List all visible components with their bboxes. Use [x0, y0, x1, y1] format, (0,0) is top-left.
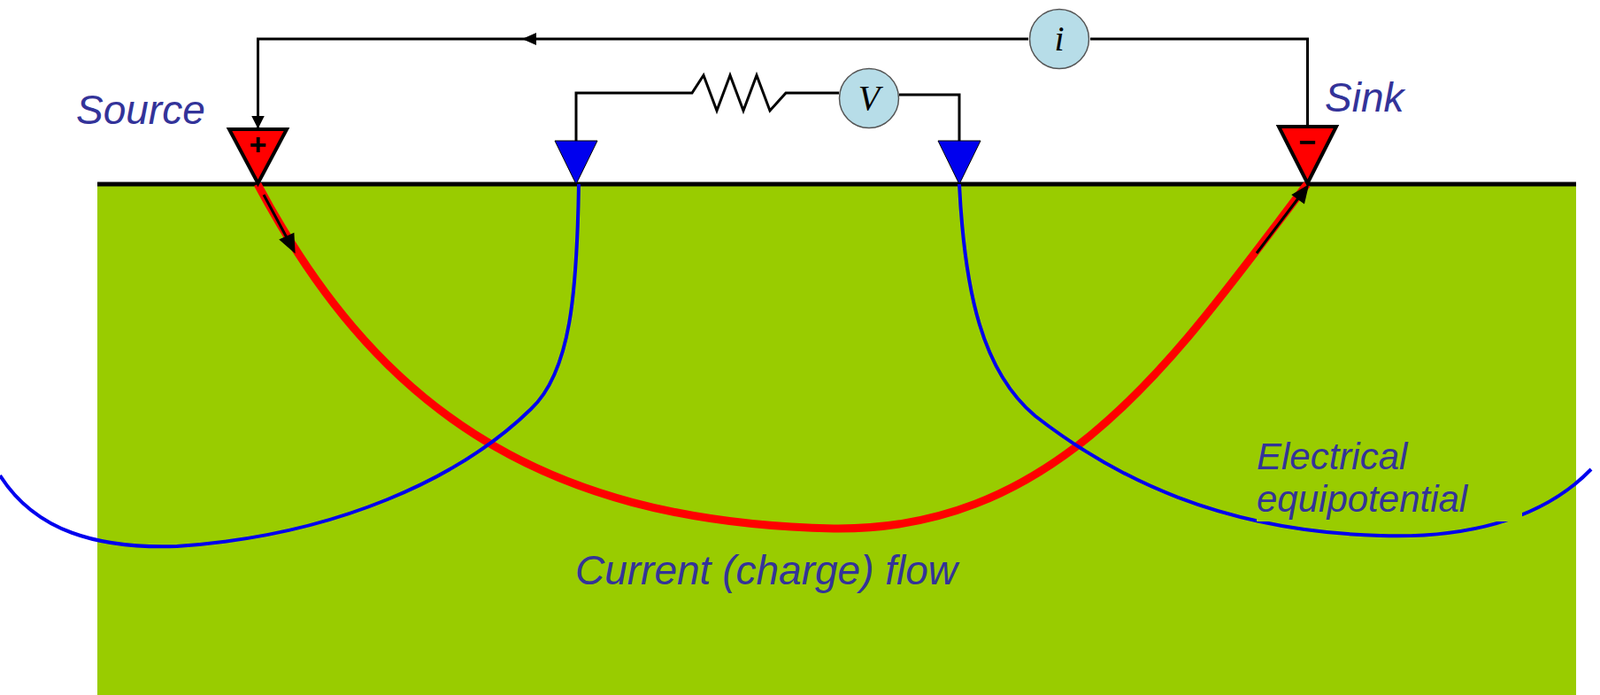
- electrode-shape: [229, 129, 287, 184]
- sink-label: Sink: [1324, 74, 1404, 122]
- ammeter-symbol: i: [1028, 7, 1091, 70]
- ground-body: [97, 184, 1577, 695]
- node-text: −: [1299, 126, 1317, 157]
- electrode-shape: [1278, 126, 1337, 184]
- current-wire: [258, 38, 1030, 128]
- potential-electrode: [554, 140, 981, 185]
- voltmeter-symbol: V: [838, 67, 900, 130]
- meter-shape: [839, 69, 900, 129]
- equipotential-label: Electrical equipotential: [1256, 435, 1523, 522]
- current-flow-line: [257, 184, 1308, 529]
- source-label: Source: [76, 86, 206, 134]
- voltmeter-wire: [899, 94, 960, 141]
- current-electrode: +: [227, 127, 289, 185]
- equipotential-line: [959, 184, 1592, 536]
- voltmeter-wire: [576, 75, 839, 141]
- meter-shape: [1030, 9, 1090, 70]
- node-text: V: [858, 80, 880, 116]
- equipotential-line: [0, 184, 579, 547]
- node-text: +: [249, 129, 268, 160]
- current-label: Current (charge) flow: [575, 546, 958, 594]
- node-text: i: [1053, 21, 1064, 57]
- current-electrode: −: [1276, 124, 1339, 185]
- flow-arrow: [263, 186, 1308, 254]
- current-wire: [1090, 38, 1308, 125]
- ground-surface: [97, 182, 1577, 187]
